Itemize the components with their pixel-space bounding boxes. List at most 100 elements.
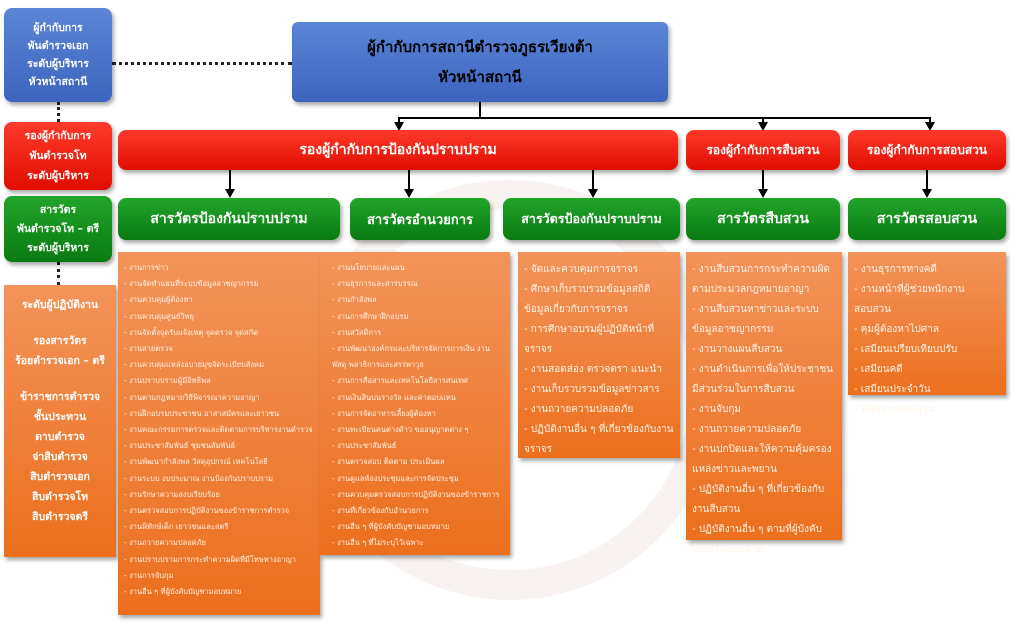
arrow-icon [404, 189, 414, 198]
duty-item: - เสมียนคดี [854, 364, 903, 375]
duty-item: - งานพัฒนากำลังพล วัสดุอุปกรณ์ เทคโนโลยี [124, 457, 268, 467]
duty-item: - งานปราบปรามผู้มีอิทธิพล [124, 376, 211, 386]
inspector-label: สารวัตรอำนวยการ [366, 212, 473, 228]
inspector-label: สารวัตรป้องกันปราบปราม [150, 211, 308, 227]
connector [592, 170, 594, 190]
legend-text: สิบตำรวจเอก [30, 471, 90, 483]
duty-item: - งานควบคุมแหล่งอบายมุขจัดระเบียบสังคม [124, 360, 265, 370]
duties-traffic: - จัดและควบคุมการจราจร - ศึกษาเก็บรวบรวมข… [518, 252, 680, 458]
inspector-inquiry: สารวัตรสอบสวน [848, 198, 1006, 240]
duty-item: - งานปราบปรามการกระทำความผิดที่มีโทษทางอ… [124, 554, 296, 564]
duties-investigation: - งานสืบสวนการกระทำความผิดตามประมวลกฎหมา… [686, 252, 842, 555]
duty-item: - งานจัดทำแผนที่ระบบข้อมูลอาชญากรรม [124, 279, 259, 289]
legend-text: สารวัตร [39, 203, 77, 216]
duty-item: - งานสืบสวนการกระทำความผิดตามประมวลกฎหมา… [692, 264, 831, 295]
duty-item: - เสมียนเปรียบเทียบปรับ [854, 344, 958, 355]
legend-text: ระดับผู้บริหาร [27, 58, 89, 70]
duty-item: - ปฏิบัติงานอื่น ๆ ที่เกี่ยวข้องกับงานจร… [524, 424, 674, 455]
legend-text: สิบตำรวจโท [31, 491, 89, 503]
inspector-label: สารวัตรป้องกันปราบปราม [521, 211, 662, 226]
duty-item: - งานคณะกรรมการตรวจและติดตามการบริหารงาน… [124, 425, 313, 435]
inspector-investigation: สารวัตรสืบสวน [686, 198, 840, 240]
duty-item: - งานตรวจสอบการปฏิบัติงานของข้าราชการตำร… [124, 506, 290, 516]
connector [929, 117, 931, 123]
duty-item: - คุมผู้ต้องหาไปศาล [854, 324, 939, 335]
inspector-administration: สารวัตรอำนวยการ [350, 198, 490, 240]
legend-text: รองสารวัตร [33, 335, 87, 347]
duty-item: - งานการศึกษาฝึกอบรม [332, 311, 409, 321]
duty-item: - เสมียนประจำวัน [854, 384, 931, 395]
legend-connector [57, 262, 60, 285]
arrow-icon [225, 189, 235, 198]
duty-item: - งานการจับกุม [124, 570, 174, 580]
duty-item: - พนักงานสอบสวน [854, 404, 935, 415]
duties-prevention: - งานการข่าว- งานจัดทำแผนที่ระบบข้อมูลอา… [118, 252, 320, 615]
duty-item: - งานตามกฎหมายวิธีพิจารณาความอาญา [124, 392, 260, 402]
connector [398, 117, 400, 123]
duty-item: - งานวางแผนสืบสวน [692, 344, 783, 355]
duty-item: - ปฏิบัติงานอื่น ๆ ตามที่ผู้บังคับบัญชาม… [692, 524, 823, 555]
duty-item: - งานอื่น ๆ ที่ผู้บังคับบัญชามอบหมาย [332, 522, 450, 532]
duty-item: - การศึกษาอบรมผู้ปฏิบัติหน้าที่จราจร [524, 324, 655, 355]
duty-item: - งานจัดตั้งจุดรับแจ้งเหตุ จุดตรวจ จุดสก… [124, 327, 259, 337]
legend-text: ระดับผู้บริหาร [27, 170, 89, 182]
duty-item: - งานกำลังพล [332, 295, 377, 305]
arrow-icon [394, 122, 404, 131]
inspector-label: สารวัตรสืบสวน [717, 211, 809, 227]
duty-item: - งานอื่น ๆ ที่ผู้บังคับบัญชามอบหมาย [124, 587, 242, 597]
deputy-label: รองผู้กำกับการสอบสวน [866, 142, 988, 157]
connector [398, 117, 931, 119]
duty-item: - งานสวัสดิการ [332, 327, 382, 337]
superintendent-title: ผู้กำกับการสถานีตำรวจภูธรเวียงต้า [367, 38, 593, 56]
duty-item: - งานสอดส่อง ตรวจตรา แนะนำ [524, 364, 662, 375]
duty-item: - งานถวายความปลอดภัย [692, 424, 802, 435]
arrow-icon [588, 189, 598, 198]
deputy-prevention: รองผู้กำกับการป้องกันปราบปราม [118, 130, 678, 170]
duty-item: - งานจับกุม [692, 404, 741, 415]
legend-text: ร้อยตำรวจเอก – ตรี [15, 355, 105, 367]
legend-connector [57, 102, 60, 122]
inspector-label: สารวัตรสอบสวน [876, 211, 978, 227]
legend-text: จ่าสิบตำรวจ [32, 451, 88, 463]
duties-inquiry: - งานธุรการทางคดี- งานหน้าที่ผู้ช่วยพนัก… [848, 252, 1006, 415]
duty-item: - งานการจัดอาหารเลี้ยงผู้ต้องหา [332, 408, 436, 418]
duty-item: - งานธุรการและสารบรรณ [332, 279, 418, 289]
connector [762, 170, 764, 190]
legend-text: สิบตำรวจตรี [32, 511, 88, 523]
legend-inspector: สารวัตร พันตำรวจโท – ตรี ระดับผู้บริหาร [4, 196, 112, 262]
duty-item: - งานเงินสินบนรางวัล และค่าตอบแทน [332, 392, 456, 402]
inspector-prevention: สารวัตรป้องกันปราบปราม [118, 198, 340, 240]
duty-item: - งานควบคุมตรวจสอบการปฏิบัติงานของข้าราช… [332, 489, 500, 499]
legend-text: ระดับผู้ปฏิบัติงาน [21, 299, 99, 311]
legend-text: พันตำรวจโท – ตรี [16, 222, 100, 235]
arrow-icon [922, 189, 932, 198]
legend-deputy: รองผู้กำกับการ พันตำรวจโท ระดับผู้บริหาร [4, 122, 112, 190]
duty-item: - งานสืบสวนหาข่าวและระบบข้อมูลอาชญากรรม [692, 304, 819, 335]
duty-item: - งานสายตรวจ [124, 344, 173, 354]
duty-item: - จัดและควบคุมการจราจร [524, 264, 639, 275]
duty-item: - งานประชาสัมพันธ์ [332, 441, 397, 451]
duty-item: - งานดูแลห้องประชุมและการจัดประชุม [332, 473, 459, 483]
legend-text: พันตำรวจเอก [27, 40, 89, 52]
legend-text: ระดับผู้บริหาร [27, 241, 89, 254]
duty-item: - งานนโยบายและแผน [332, 263, 405, 272]
duty-item: - งานการสื่อสารและเทคโนโลยีสารสนเทศ [332, 376, 468, 386]
deputy-label: รองผู้กำกับการป้องกันปราบปราม [299, 142, 497, 158]
duty-item: - งานควบคุมผู้ต้องหา [124, 295, 193, 305]
arrow-icon [925, 122, 935, 131]
inspector-traffic: สารวัตรป้องกันปราบปราม [503, 198, 680, 240]
duty-item: - งานรักษาความสงบเรียบร้อย [124, 489, 220, 499]
deputy-label: รองผู้กำกับการสืบสวน [706, 142, 820, 157]
duty-item: - งานพัฒนาองค์กรและบริหารจัดการการเงิน ง… [332, 344, 490, 370]
duty-item: - งานอื่น ๆ ที่ไม่ระบุไว้เฉพาะ [332, 538, 424, 548]
duty-item: - งานฝึกอบรมประชาชน อาสาสมัครและเยาวชน [124, 408, 280, 418]
legend-superintendent: ผู้กำกับการ พันตำรวจเอก ระดับผู้บริหาร ห… [4, 8, 112, 102]
legend-text: ชั้นประทวน [33, 411, 87, 423]
duty-item: - งานประชาสัมพันธ์ ชุมชนสัมพันธ์ [124, 441, 236, 451]
deputy-inquiry: รองผู้กำกับการสอบสวน [848, 130, 1006, 170]
connector [479, 102, 481, 118]
duties-administration: - งานนโยบายและแผน - งานธุรการและสารบรรณ - … [320, 252, 510, 555]
connector [229, 170, 231, 190]
legend-operational: ระดับผู้ปฏิบัติงาน รองสารวัตร ร้อยตำรวจเ… [4, 285, 116, 557]
duty-item: - ศึกษาเก็บรวบรวมข้อมูลสถิติข้อมูลเกี่ยว… [524, 284, 651, 315]
